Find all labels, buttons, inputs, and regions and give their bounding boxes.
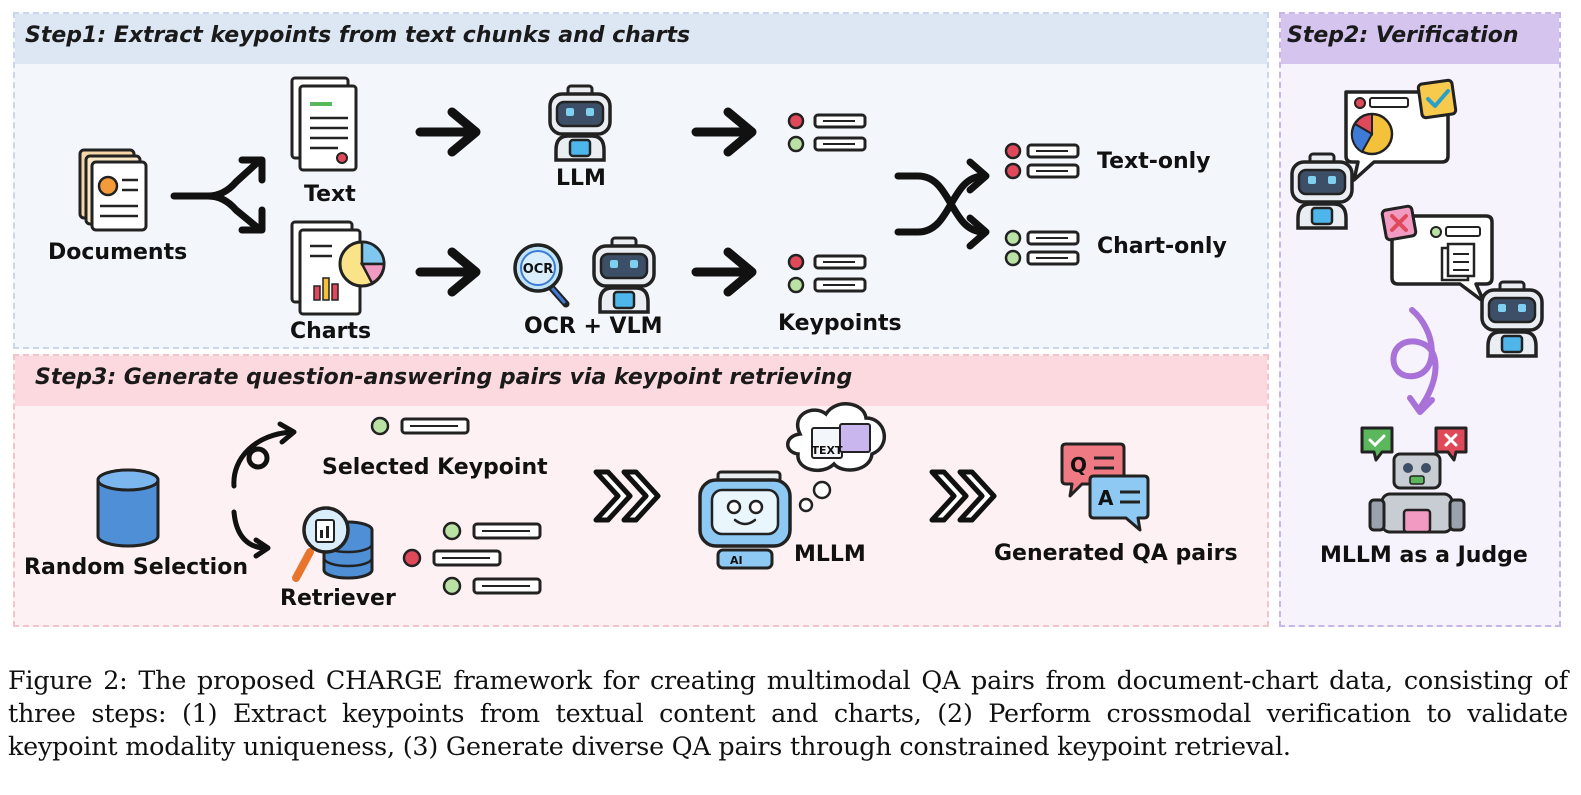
- ocr-vlm-label: OCR + VLM: [524, 314, 663, 339]
- a-badge-text: A: [1098, 486, 1114, 510]
- mllm-robot-icon: TEXT AI: [698, 402, 887, 570]
- retriever-label: Retriever: [280, 586, 396, 611]
- step1-header: Step1: Extract keypoints from text chunk…: [15, 14, 1267, 64]
- chart-document-icon: [290, 220, 386, 316]
- database-icon: [96, 468, 160, 548]
- arrow-icon: [420, 252, 476, 292]
- retriever-icon: [292, 506, 374, 582]
- text-only-label: Text-only: [1097, 149, 1211, 174]
- branch-arrows-icon: [231, 421, 297, 559]
- ocr-magnifier-icon: OCR: [513, 243, 570, 308]
- thought-text: TEXT: [811, 444, 842, 457]
- keypoint-list-icon: [787, 253, 867, 294]
- arrow-icon: [696, 252, 752, 292]
- loop-arrow-icon: [1390, 307, 1439, 415]
- arrow-icon: [420, 112, 476, 152]
- arrow-icon: [696, 112, 752, 152]
- retrieved-keypoints-icon: [402, 521, 542, 596]
- step3-title: Step3: Generate question-answering pairs…: [35, 365, 853, 390]
- chart-speech-bubble-icon: [1344, 78, 1458, 182]
- step2-title: Step2: Verification: [1287, 23, 1519, 48]
- chart-only-label: Chart-only: [1097, 234, 1227, 259]
- double-chevron-icon: [596, 472, 658, 520]
- documents-icon: [78, 148, 148, 232]
- keypoints-label: Keypoints: [778, 311, 902, 336]
- documents-label: Documents: [48, 240, 188, 265]
- selected-keypoint-icon: [370, 416, 470, 436]
- ocr-badge-text: OCR: [523, 262, 554, 277]
- text-document-icon: [290, 76, 358, 172]
- robot-icon: [1480, 280, 1544, 358]
- llm-robot-icon: [548, 84, 612, 162]
- charts-label: Charts: [290, 319, 372, 344]
- generated-qa-label: Generated QA pairs: [994, 541, 1238, 566]
- double-chevron-icon: [932, 472, 994, 520]
- step1-title: Step1: Extract keypoints from text chunk…: [25, 23, 691, 48]
- robot-icon: [1290, 152, 1354, 230]
- judge-robot-icon: [1360, 426, 1468, 534]
- document-speech-bubble-icon: [1380, 204, 1494, 304]
- judge-label: MLLM as a Judge: [1320, 543, 1528, 568]
- step3-header: Step3: Generate question-answering pairs…: [15, 356, 1267, 406]
- figure-caption: Figure 2: The proposed CHARGE framework …: [8, 665, 1568, 761]
- ai-badge-text: AI: [730, 554, 743, 567]
- selected-keypoint-label: Selected Keypoint: [322, 455, 548, 480]
- mllm-label: MLLM: [794, 542, 866, 567]
- keypoint-list-icon: [787, 112, 867, 153]
- llm-label: LLM: [556, 166, 606, 191]
- diagram-artwork: OCR: [78, 76, 1544, 596]
- step2-header: Step2: Verification: [1281, 14, 1559, 64]
- vlm-robot-icon: [592, 236, 656, 314]
- q-badge-text: Q: [1070, 453, 1087, 477]
- qa-pairs-icon: Q A: [1060, 442, 1150, 532]
- split-arrow-icon: [170, 156, 266, 234]
- random-selection-label: Random Selection: [24, 555, 248, 580]
- text-label: Text: [304, 182, 356, 207]
- shuffle-icon: [894, 158, 990, 250]
- text-only-keypoints-icon: [1004, 142, 1080, 180]
- chart-only-keypoints-icon: [1004, 229, 1080, 267]
